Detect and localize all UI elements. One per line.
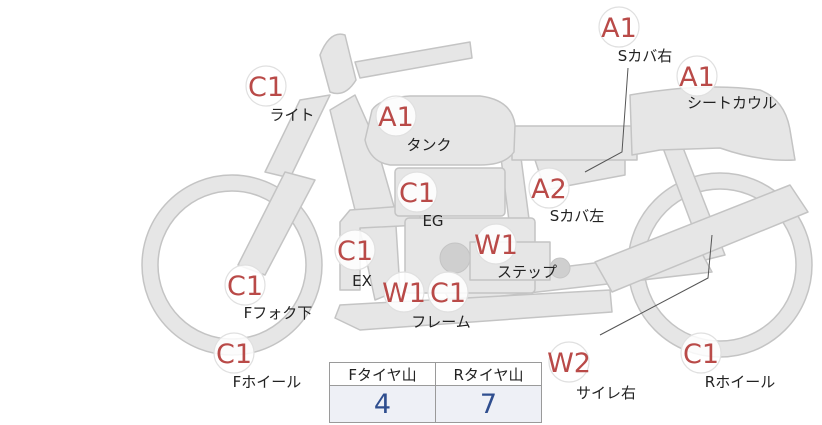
part-label-exhaust: EX bbox=[352, 272, 372, 290]
rear-tread-header: Rタイヤ山 bbox=[435, 362, 542, 386]
rear-tread-value: 7 bbox=[435, 385, 542, 423]
leader-line-silencer-right bbox=[599, 234, 713, 336]
part-label-frame: フレーム bbox=[411, 313, 471, 331]
part-label-seat-cowl: シートカウル bbox=[687, 94, 777, 112]
grade-badge-step: W1 bbox=[474, 223, 518, 265]
grade-badge-s-cover-left: A2 bbox=[528, 167, 570, 209]
grade-text: C1 bbox=[216, 339, 252, 370]
part-label-s-cover-right: Sカバ右 bbox=[618, 47, 673, 65]
grade-text: A2 bbox=[531, 174, 567, 205]
grade-text: C1 bbox=[683, 339, 719, 370]
grade-badge-silencer-right: W2 bbox=[547, 341, 591, 383]
grade-text: C1 bbox=[248, 72, 284, 103]
grade-text: W1 bbox=[474, 230, 518, 261]
frame-bottom bbox=[334, 289, 613, 331]
fork-lower bbox=[237, 171, 316, 276]
grade-badge-light: C1 bbox=[245, 65, 287, 107]
part-label-engine: EG bbox=[422, 212, 443, 230]
front-tread-header: Fタイヤ山 bbox=[329, 362, 436, 386]
grade-text: A1 bbox=[601, 13, 637, 44]
part-label-light: ライト bbox=[269, 106, 314, 124]
part-label-front-fork-lower: Fフォク下 bbox=[244, 304, 313, 322]
leader-lines bbox=[584, 67, 713, 336]
handlebar bbox=[354, 41, 473, 79]
muffler bbox=[594, 184, 809, 293]
tire-tread-header-row: Fタイヤ山 Rタイヤ山 bbox=[329, 362, 542, 386]
grade-badge-frame-1: W1 bbox=[382, 271, 426, 313]
part-label-step: ステップ bbox=[497, 263, 557, 281]
grade-badge-exhaust: C1 bbox=[334, 229, 376, 271]
part-label-silencer-right: サイレ右 bbox=[576, 384, 636, 402]
front-tread-value: 4 bbox=[329, 385, 436, 423]
grade-badge-tank: A1 bbox=[375, 95, 417, 137]
tire-tread-table: Fタイヤ山 Rタイヤ山 4 7 bbox=[329, 362, 542, 423]
grade-badge-front-fork-lower: C1 bbox=[224, 264, 266, 306]
grade-text: C1 bbox=[430, 278, 466, 309]
grade-badge-frame-2: C1 bbox=[427, 271, 469, 313]
seat-base bbox=[511, 125, 638, 161]
part-label-tank: タンク bbox=[406, 136, 451, 154]
grade-text: C1 bbox=[227, 271, 263, 302]
grade-text: W2 bbox=[547, 348, 591, 379]
foot-peg-rear bbox=[549, 257, 571, 279]
grade-badge-s-cover-right: A1 bbox=[598, 6, 640, 48]
part-label-s-cover-left: Sカバ左 bbox=[550, 207, 605, 225]
grade-badge-rear-wheel: C1 bbox=[680, 332, 722, 374]
leader-line-s-cover-right bbox=[584, 67, 629, 173]
grade-text: A1 bbox=[679, 62, 715, 93]
part-label-rear-wheel: Rホイール bbox=[705, 373, 775, 391]
grade-text: A1 bbox=[378, 102, 414, 133]
foot-peg-front bbox=[439, 242, 471, 274]
grade-text: C1 bbox=[337, 236, 373, 267]
part-label-front-wheel: Fホイール bbox=[233, 373, 302, 391]
grade-badge-engine: C1 bbox=[396, 171, 438, 213]
headlight bbox=[319, 33, 357, 95]
grade-badge-front-wheel: C1 bbox=[213, 332, 255, 374]
tire-tread-value-row: 4 7 bbox=[329, 385, 542, 423]
grade-text: C1 bbox=[399, 178, 435, 209]
grade-text: W1 bbox=[382, 278, 426, 309]
grade-badge-seat-cowl: A1 bbox=[676, 55, 718, 97]
